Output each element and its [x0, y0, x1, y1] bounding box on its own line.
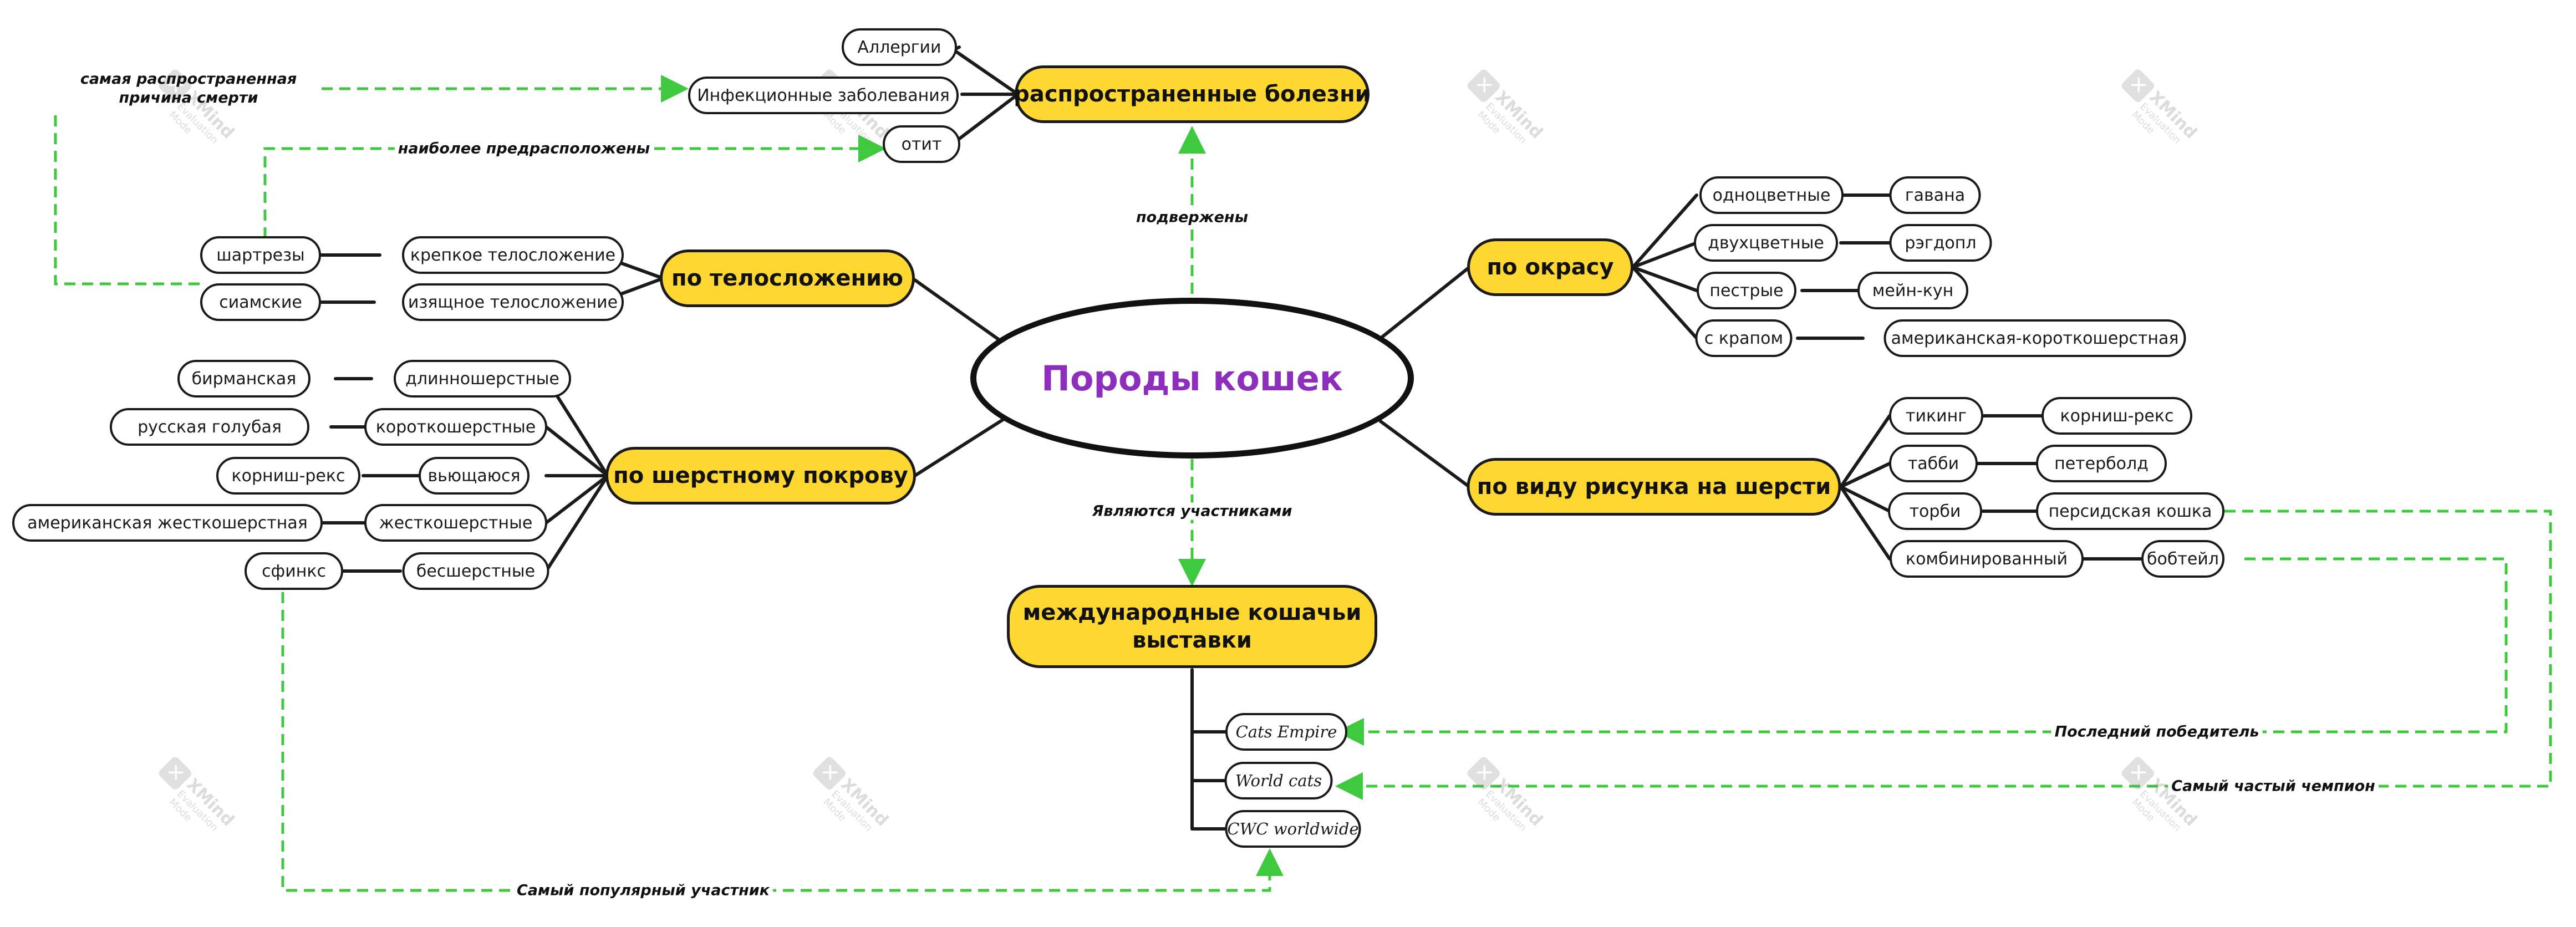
leaf-persian[interactable]: персидская кошка	[2036, 492, 2224, 530]
leaf-combined[interactable]: комбинированный	[1890, 540, 2084, 578]
leaf-bobtail[interactable]: бобтейл	[2141, 540, 2224, 578]
leaf-allergies[interactable]: Аллергии	[842, 28, 957, 66]
leaf-solid[interactable]: одноцветные	[1699, 176, 1844, 214]
branch-line	[913, 278, 1006, 345]
relation-label-common-death: самая распространенная причина смерти	[80, 70, 297, 106]
branch-line	[1839, 485, 1891, 513]
topic-body-type[interactable]: по телосложению	[660, 249, 915, 307]
leaf-american-wirehair[interactable]: американская жесткошерстная	[12, 504, 323, 542]
branch-line	[544, 474, 609, 524]
relation-line	[54, 111, 200, 286]
leaf-cornish-rex[interactable]: корниш-рекс	[216, 457, 360, 495]
relation-line	[281, 592, 1284, 892]
leaf-graceful-build[interactable]: изящное телосложение	[402, 283, 624, 321]
leaf-cwc-worldwide[interactable]: CWC worldwide	[1225, 810, 1361, 848]
leaf-chartreux[interactable]: шартрезы	[200, 236, 321, 274]
branch-line	[544, 474, 609, 573]
leaf-shorthair[interactable]: короткошерстные	[364, 408, 547, 446]
leaf-tabby[interactable]: табби	[1889, 445, 1978, 482]
leaf-strong-build[interactable]: крепкое телосложение	[402, 236, 624, 274]
leaf-ragdoll[interactable]: рэгдопл	[1889, 224, 1992, 262]
leaf-siamese[interactable]: сиамские	[200, 283, 321, 321]
leaf-infections[interactable]: Инфекционные заболевания	[688, 77, 959, 114]
topic-coat-type[interactable]: по шерстному покрову	[605, 447, 916, 505]
branch-line	[1379, 266, 1471, 340]
branch-line	[1631, 266, 1698, 292]
branch-line	[1631, 241, 1698, 269]
central-topic[interactable]: Породы кошек	[970, 298, 1414, 459]
leaf-spotted[interactable]: с крапом	[1695, 319, 1793, 357]
branch-line	[1631, 193, 1698, 269]
leaf-torbie[interactable]: торби	[1888, 492, 1982, 530]
branch-line	[1379, 420, 1471, 488]
relation-label-popular-participant: Самый популярный участник	[513, 882, 773, 899]
leaf-variegated[interactable]: пестрые	[1697, 272, 1796, 309]
relation-line	[1335, 510, 2552, 800]
leaf-longhair[interactable]: длинношерстные	[394, 360, 571, 398]
leaf-american-shorthair[interactable]: американская-короткошерстная	[1883, 319, 2186, 357]
leaf-russian-blue[interactable]: русская голубая	[110, 408, 309, 446]
leaf-otitis[interactable]: отит	[883, 125, 960, 163]
branch-line	[952, 93, 1020, 145]
relation-label-last-winner: Последний победитель	[2051, 723, 2263, 741]
topic-color[interactable]: по окрасу	[1467, 238, 1633, 296]
relation-line	[1336, 557, 2508, 746]
leaf-birman[interactable]: бирманская	[177, 360, 310, 398]
leaf-hairless[interactable]: бесшерстные	[402, 552, 549, 590]
relation-label-participants: Являются участниками	[1088, 502, 1296, 520]
leaf-curly[interactable]: вьющаюся	[419, 457, 530, 495]
branch-line	[1839, 462, 1891, 488]
branch-line	[544, 425, 609, 477]
leaf-maine-coon[interactable]: мейн-кун	[1857, 272, 1968, 309]
relation-label-frequent-champion: Самый частый чемпион	[2168, 777, 2379, 795]
relation-label-most-predisposed: наиболее предрасположены	[394, 140, 654, 157]
relation-label-prone: подвержены	[1133, 208, 1251, 226]
leaf-bicolor[interactable]: двухцветные	[1694, 224, 1838, 262]
branch-line	[1839, 414, 1891, 488]
leaf-world-cats[interactable]: World cats	[1224, 762, 1333, 799]
leaf-cats-empire[interactable]: Cats Empire	[1225, 713, 1347, 751]
branch-line	[1839, 485, 1891, 561]
leaf-ticking[interactable]: тикинг	[1889, 397, 1983, 435]
leaf-havana[interactable]: гавана	[1889, 176, 1981, 214]
branch-line	[913, 417, 1006, 477]
relation-line	[263, 135, 886, 238]
topic-cat-shows[interactable]: международные кошачьи выставки	[1007, 585, 1377, 668]
leaf-wirehair[interactable]: жесткошерстные	[364, 504, 547, 542]
topic-common-diseases[interactable]: распространенные болезни	[1014, 65, 1371, 123]
branch-line	[950, 45, 1020, 96]
leaf-sphynx[interactable]: сфинкс	[245, 552, 343, 590]
branch-line	[1631, 266, 1698, 340]
topic-coat-pattern[interactable]: по виду рисунка на шерсти	[1467, 458, 1841, 516]
leaf-pattern-cornish-rex[interactable]: корниш-рекс	[2042, 397, 2192, 435]
leaf-peterbald[interactable]: петерболд	[2036, 445, 2167, 482]
